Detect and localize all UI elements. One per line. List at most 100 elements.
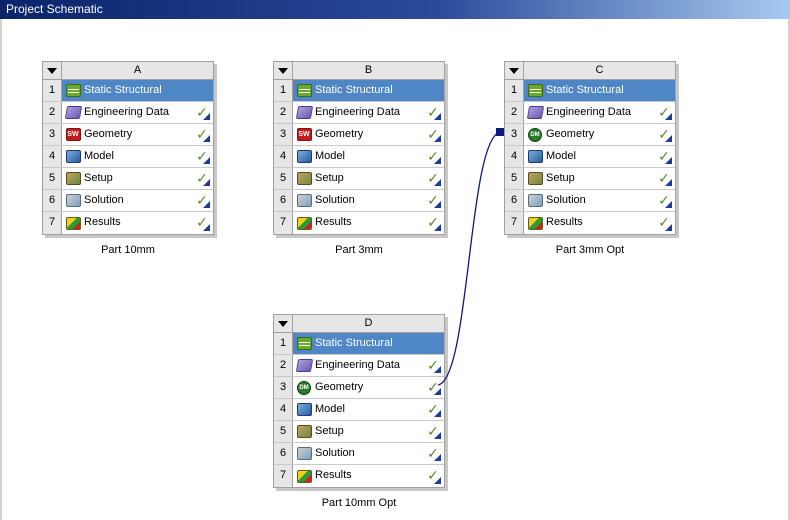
system-caption[interactable]: Part 10mm: [101, 244, 155, 256]
cell-connector-icon[interactable]: [434, 135, 441, 142]
cell-connector-icon[interactable]: [203, 135, 210, 142]
system-header[interactable]: B: [274, 62, 444, 80]
cell-connector-icon[interactable]: [434, 454, 441, 461]
cell-label: Results: [84, 216, 121, 228]
row-number: 7: [274, 465, 293, 487]
cell-setup[interactable]: 5 Setup ✓: [274, 168, 444, 190]
cell-connector-icon[interactable]: [434, 224, 441, 231]
cell-connector-icon[interactable]: [434, 179, 441, 186]
cell-label: Results: [315, 216, 352, 228]
link-endpoint[interactable]: [496, 128, 504, 136]
row-number: 1: [505, 80, 524, 101]
cell-connector-icon[interactable]: [434, 366, 441, 373]
system-letter: A: [133, 64, 142, 76]
cell-connector-icon[interactable]: [434, 157, 441, 164]
cell-label: Solution: [546, 194, 586, 206]
row-number: 4: [274, 146, 293, 167]
status-check-icon: ✓: [427, 170, 439, 186]
system-letter: D: [364, 317, 373, 329]
status-check-icon: [422, 80, 444, 101]
system-header[interactable]: D: [274, 315, 444, 333]
system-menu-button[interactable]: [43, 62, 62, 79]
engineering-data-icon: [295, 106, 313, 119]
cell-connector-icon[interactable]: [665, 224, 672, 231]
cell-connector-icon[interactable]: [203, 157, 210, 164]
cell-icon-wrap: DM: [524, 124, 546, 145]
system-header[interactable]: C: [505, 62, 675, 80]
status-check-icon: ✓: [196, 214, 208, 230]
cell-connector-icon[interactable]: [434, 410, 441, 417]
cell-connector-icon[interactable]: [434, 432, 441, 439]
cell-connector-icon[interactable]: [203, 113, 210, 120]
cell-connector-icon[interactable]: [203, 224, 210, 231]
cell-connector-icon[interactable]: [434, 201, 441, 208]
row-number: 5: [274, 168, 293, 189]
system-header[interactable]: A: [43, 62, 213, 80]
solution-icon: [65, 194, 81, 207]
system-caption[interactable]: Part 3mm Opt: [555, 244, 625, 256]
results-icon: [296, 216, 312, 230]
cell-connector-icon[interactable]: [203, 201, 210, 208]
cell-connector-icon[interactable]: [665, 135, 672, 142]
system-menu-button[interactable]: [274, 315, 293, 332]
cell-connector-icon[interactable]: [665, 113, 672, 120]
cell-connector-icon[interactable]: [434, 113, 441, 120]
geometry-dm-icon: DM: [528, 127, 542, 142]
cell-connector-icon[interactable]: [203, 179, 210, 186]
cell-connector-icon[interactable]: [665, 201, 672, 208]
row-number: 1: [43, 80, 62, 101]
results-icon: [296, 469, 312, 483]
system-menu-button[interactable]: [274, 62, 293, 79]
cell-icon-wrap: [293, 190, 315, 211]
system-caption[interactable]: Part 10mm Opt: [321, 497, 397, 509]
status-check-icon: [422, 333, 444, 354]
chevron-down-icon: [47, 67, 57, 74]
cell-connector-icon[interactable]: [665, 179, 672, 186]
cell-icon-wrap: [293, 355, 315, 376]
system-menu-button[interactable]: [505, 62, 524, 79]
cell-connector-icon[interactable]: [434, 477, 441, 484]
cell-label: Setup: [315, 172, 344, 184]
cell-label: Engineering Data: [546, 106, 632, 118]
geometry-dm-icon: DM: [297, 380, 311, 395]
system-caption[interactable]: Part 3mm: [335, 244, 383, 256]
frame-right: [788, 19, 790, 520]
cell-connector-icon[interactable]: [434, 388, 441, 395]
cell-connector-icon[interactable]: [665, 157, 672, 164]
